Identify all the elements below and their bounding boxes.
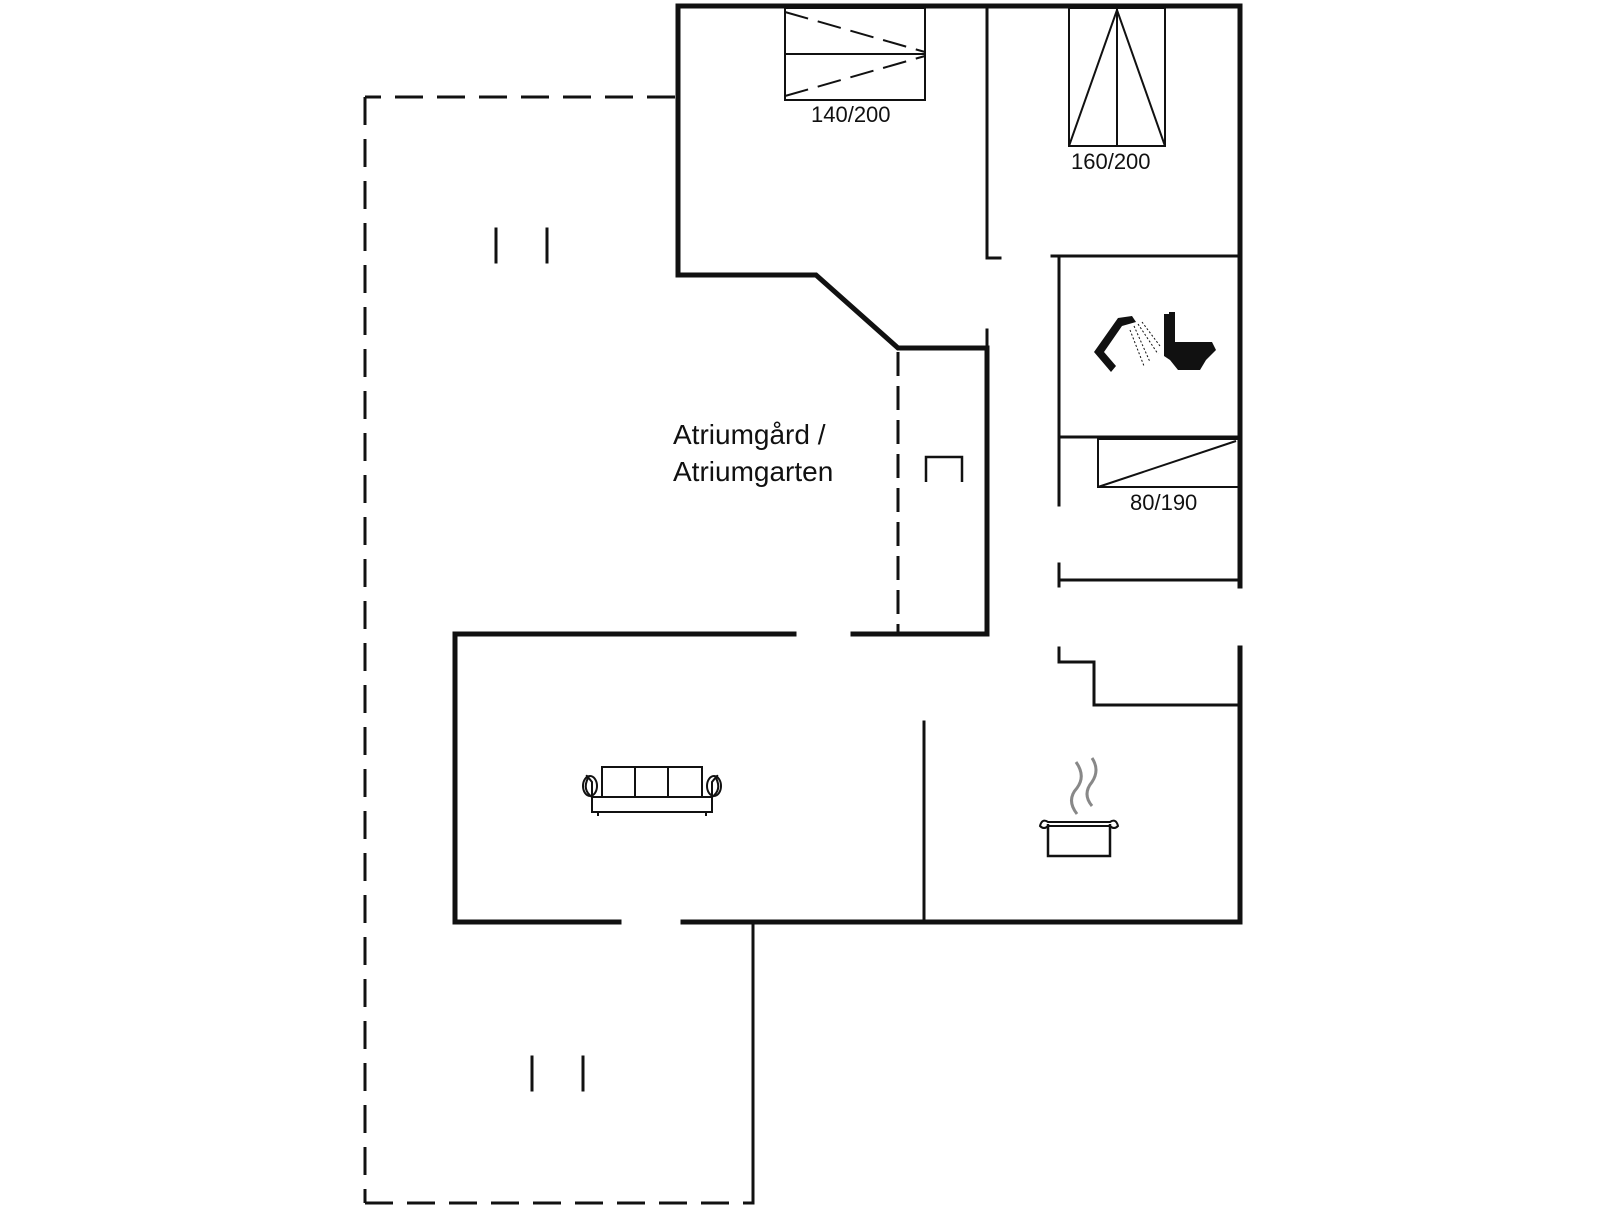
bed-160-200 [1068,6,1166,147]
bed-140-200 [784,7,926,101]
bed-1-size-label: 140/200 [811,102,891,127]
atrium-label-line2: Atriumgarten [673,456,833,487]
bed-2-size-label: 160/200 [1071,149,1151,174]
stair-icon [924,455,964,482]
terrace-outline [363,95,753,1205]
atrium-label-line1: Atriumgård / [673,419,826,450]
interior-walls [751,6,1242,1205]
sofa-icon [582,766,722,816]
cooking-pot-icon [1038,757,1120,858]
terrace-markers [494,227,585,1092]
exterior-walls [452,3,1243,925]
toilet-icon [1164,312,1216,370]
bed-80-190 [1097,438,1241,488]
shower-icon [1094,316,1161,372]
bed-3-size-label: 80/190 [1130,490,1197,515]
